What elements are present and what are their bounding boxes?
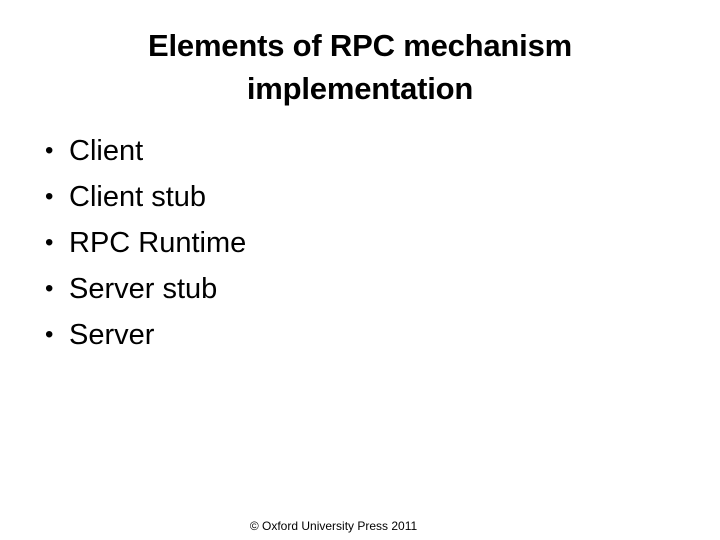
bullet-dot-icon: • — [45, 229, 54, 256]
copyright-footer: © Oxford University Press 2011 — [249, 519, 418, 533]
bullet-dot-icon: • — [45, 137, 54, 164]
list-item-label: Client stub — [69, 181, 207, 213]
page-title-line-1: Elements of RPC mechanism — [148, 28, 572, 63]
list-item-label: Client — [69, 135, 144, 167]
page-title: Elements of RPC mechanism implementation — [60, 24, 660, 110]
list-item: • Server — [40, 312, 660, 358]
list-item-label: RPC Runtime — [69, 227, 247, 259]
bullet-dot-icon: • — [45, 275, 54, 302]
bullet-dot-icon: • — [45, 321, 54, 348]
list-item-label: Server stub — [69, 273, 218, 305]
bullet-list: • Client • Client stub • RPC Runtime • S… — [40, 128, 660, 358]
list-item: • Server stub — [40, 266, 660, 312]
bullet-dot-icon: • — [45, 183, 54, 210]
list-item: • Client — [40, 128, 660, 174]
list-item-label: Server — [69, 319, 155, 351]
list-item: • RPC Runtime — [40, 220, 660, 266]
page-title-line-2: implementation — [246, 71, 474, 106]
list-item: • Client stub — [40, 174, 660, 220]
